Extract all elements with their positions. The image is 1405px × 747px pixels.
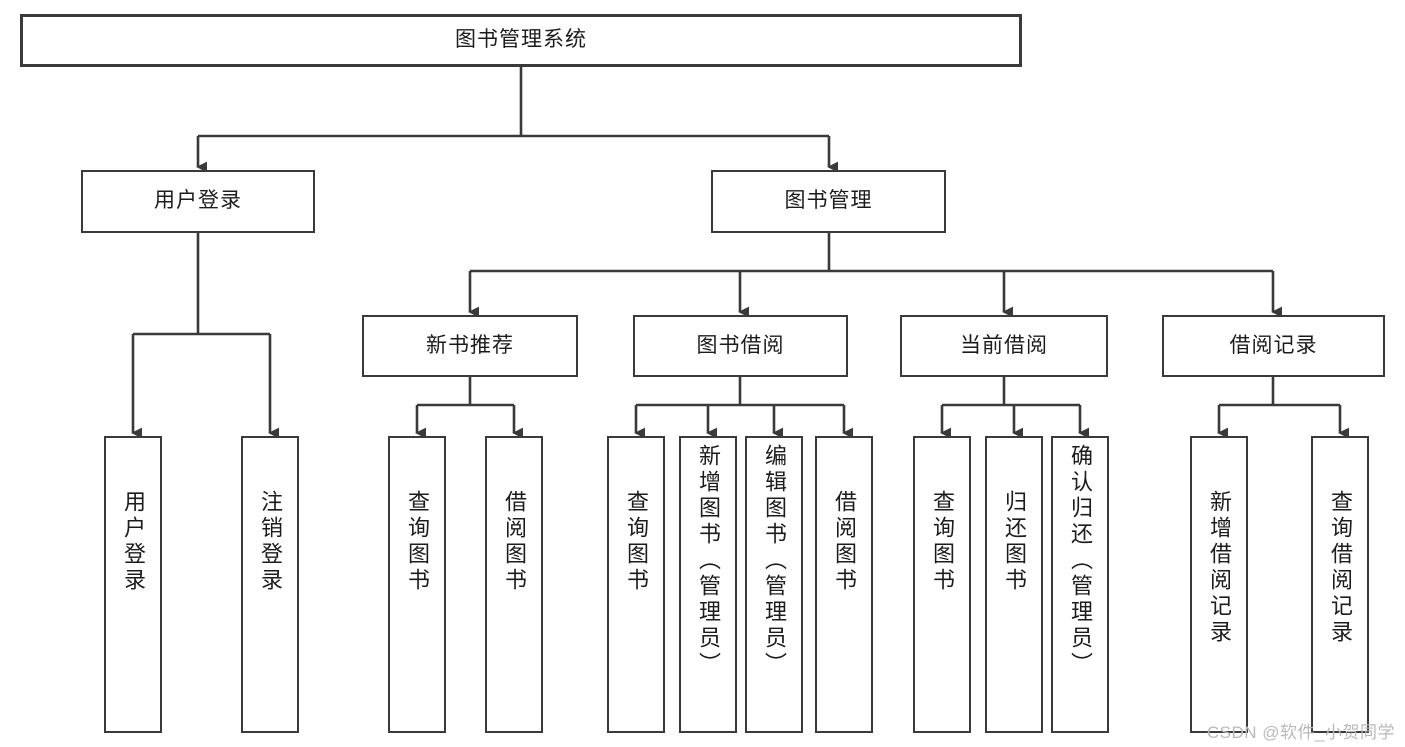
node-root[interactable]: 图书管理系统 bbox=[20, 14, 1022, 67]
node-label: 借阅记录 bbox=[1229, 333, 1318, 357]
node-label: 用户登录 bbox=[121, 490, 146, 594]
node-leaf-user-logout[interactable]: 注销登录 bbox=[241, 436, 299, 733]
node-leaf-query-book-1[interactable]: 查询图书 bbox=[388, 436, 446, 733]
node-leaf-user-login[interactable]: 用户登录 bbox=[104, 436, 162, 733]
node-label: 编辑图书（管理员） bbox=[762, 444, 787, 678]
node-leaf-borrow-book-1[interactable]: 借阅图书 bbox=[485, 436, 543, 733]
node-leaf-confirm-return[interactable]: 确认归还（管理员） bbox=[1051, 436, 1109, 733]
node-new-book-rec[interactable]: 新书推荐 bbox=[362, 315, 578, 377]
node-label: 归还图书 bbox=[1002, 490, 1027, 594]
node-borrow-record[interactable]: 借阅记录 bbox=[1162, 315, 1385, 377]
node-leaf-return-book[interactable]: 归还图书 bbox=[985, 436, 1043, 733]
node-label: 图书管理系统 bbox=[455, 28, 587, 52]
node-label: 查询图书 bbox=[405, 490, 430, 594]
node-label: 查询图书 bbox=[930, 490, 955, 594]
node-label: 注销登录 bbox=[258, 490, 283, 594]
node-book-borrow[interactable]: 图书借阅 bbox=[633, 315, 848, 377]
node-label: 用户登录 bbox=[154, 189, 242, 213]
node-book-manage[interactable]: 图书管理 bbox=[711, 170, 946, 233]
node-label: 确认归还（管理员） bbox=[1068, 444, 1093, 678]
node-label: 当前借阅 bbox=[960, 333, 1048, 357]
node-label: 借阅图书 bbox=[502, 490, 527, 594]
node-leaf-query-book-2[interactable]: 查询图书 bbox=[607, 436, 665, 733]
node-label: 新增图书（管理员） bbox=[696, 444, 721, 678]
node-leaf-add-record[interactable]: 新增借阅记录 bbox=[1190, 436, 1248, 733]
watermark-text: CSDN @软件_小贺同学 bbox=[1206, 723, 1395, 742]
node-label: 图书管理 bbox=[784, 189, 873, 213]
node-label: 借阅图书 bbox=[832, 490, 857, 594]
node-leaf-query-book-3[interactable]: 查询图书 bbox=[913, 436, 971, 733]
node-label: 查询图书 bbox=[624, 490, 649, 594]
node-label: 新增借阅记录 bbox=[1207, 490, 1232, 646]
node-user-login[interactable]: 用户登录 bbox=[81, 170, 315, 233]
node-label: 查询借阅记录 bbox=[1328, 490, 1353, 646]
node-leaf-edit-book[interactable]: 编辑图书（管理员） bbox=[745, 436, 803, 733]
node-leaf-add-book[interactable]: 新增图书（管理员） bbox=[679, 436, 737, 733]
node-label: 图书借阅 bbox=[696, 333, 785, 357]
node-label: 新书推荐 bbox=[426, 333, 514, 357]
node-leaf-query-record[interactable]: 查询借阅记录 bbox=[1311, 436, 1369, 733]
node-current-borrow[interactable]: 当前借阅 bbox=[900, 315, 1108, 377]
node-leaf-borrow-book-2[interactable]: 借阅图书 bbox=[815, 436, 873, 733]
